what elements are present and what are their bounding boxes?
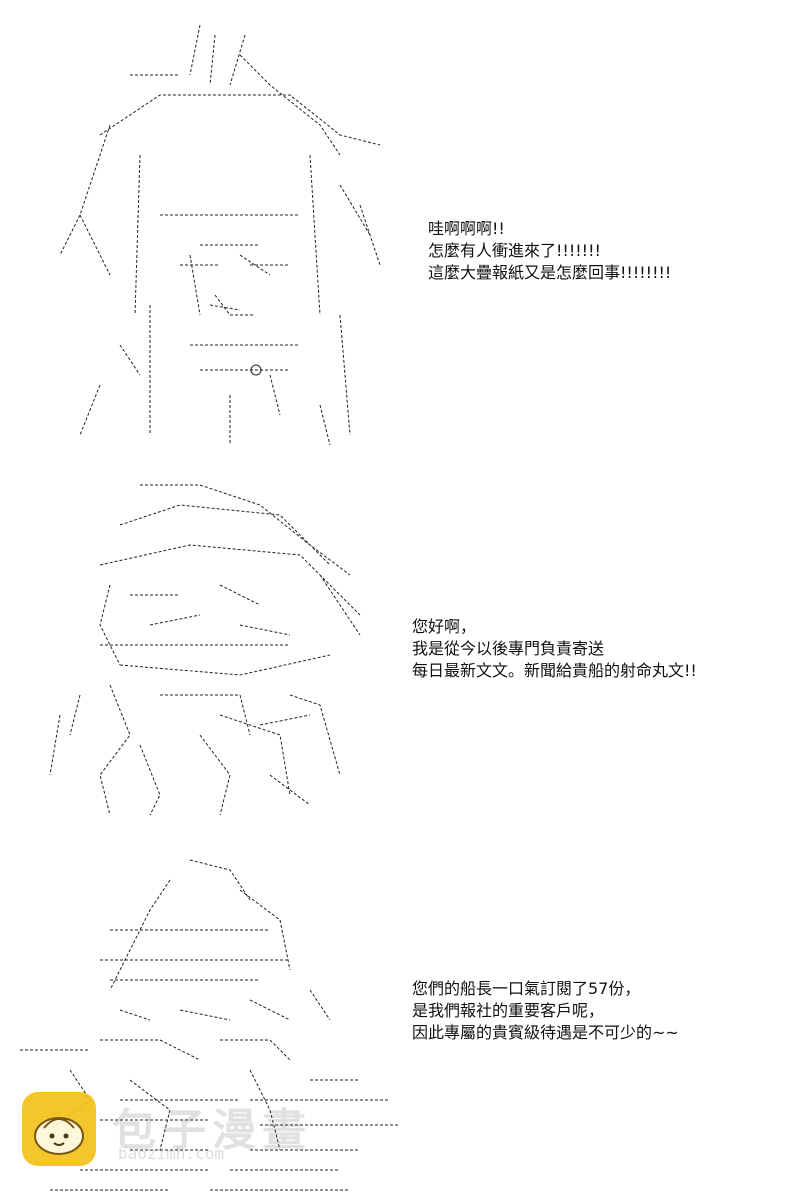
caption-line: 我是從今以後專門負責寄送 <box>412 639 605 658</box>
panel-2: 您好啊， 我是從今以後專門負責寄送 每日最新文文。新聞給貴船的射命丸文!! <box>0 460 800 830</box>
panel-1: 哇啊啊啊!! 怎麼有人衝進來了!!!!!!! 這麼大疊報紙又是怎麼回事!!!!!… <box>0 0 800 460</box>
caption-line: 您們的船長一口氣訂閱了57份， <box>412 979 641 998</box>
caption-line: 是我們報社的重要客戶呢， <box>412 1001 605 1020</box>
ascii-art-girl-surprised <box>40 15 390 455</box>
ascii-art-reporter-greeting <box>40 475 380 825</box>
bun-mascot-icon <box>22 1092 96 1166</box>
caption-line: 怎麼有人衝進來了!!!!!!! <box>428 241 601 260</box>
caption-1: 哇啊啊啊!! 怎麼有人衝進來了!!!!!!! 這麼大疊報紙又是怎麼回事!!!!!… <box>428 218 671 284</box>
caption-2: 您好啊， 我是從今以後專門負責寄送 每日最新文文。新聞給貴船的射命丸文!! <box>412 616 697 682</box>
caption-line: 因此專屬的貴賓級待遇是不可少的~~ <box>412 1023 679 1042</box>
caption-line: 哇啊啊啊!! <box>428 219 505 238</box>
panel-3: 您們的船長一口氣訂閱了57份， 是我們報社的重要客戶呢， 因此專屬的貴賓級待遇是… <box>0 830 800 1200</box>
site-watermark: 包子漫畫 baozimh.com <box>22 1092 402 1172</box>
caption-line: 您好啊， <box>412 617 477 636</box>
watermark-text: 包子漫畫 <box>112 1105 312 1156</box>
watermark-url: baozimh.com <box>118 1144 224 1163</box>
caption-line: 每日最新文文。新聞給貴船的射命丸文!! <box>412 661 697 680</box>
caption-3: 您們的船長一口氣訂閱了57份， 是我們報社的重要客戶呢， 因此專屬的貴賓級待遇是… <box>412 978 679 1044</box>
caption-line: 這麼大疊報紙又是怎麼回事!!!!!!!! <box>428 263 672 282</box>
